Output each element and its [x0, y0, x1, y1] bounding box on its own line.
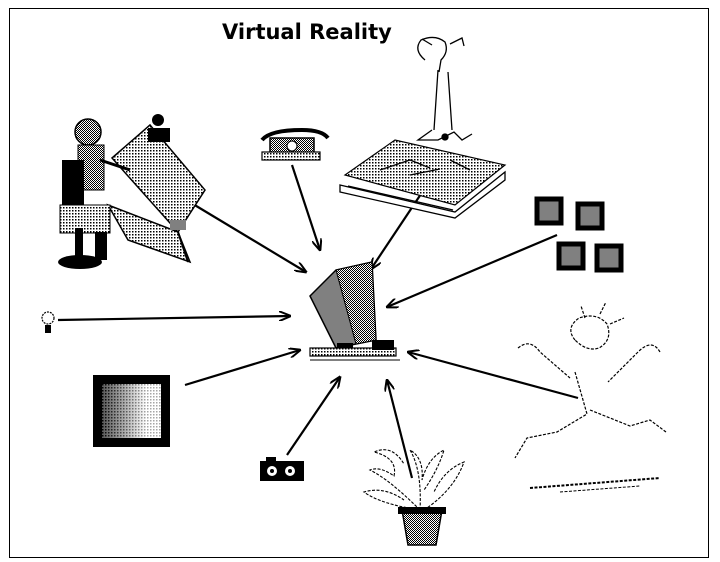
- arrow-dancer: [408, 352, 579, 400]
- arrows: [57, 164, 579, 479]
- telephone-icon: [260, 127, 330, 161]
- arrow-light: [57, 316, 290, 320]
- gradient-screen-icon: [93, 375, 170, 447]
- diagram-title: Virtual Reality: [222, 20, 392, 44]
- computer-icon: [309, 261, 400, 361]
- potted-plant-icon: [362, 448, 465, 546]
- light-bulb-icon: [41, 311, 55, 333]
- man-reading-at-desk-icon: [339, 36, 507, 219]
- four-squares-icon: [534, 196, 624, 273]
- camera-icon: [260, 457, 304, 481]
- running-figure-icon: [514, 301, 667, 493]
- arrow-drafter: [177, 194, 306, 272]
- drafter-at-drafting-table-icon: [58, 114, 206, 269]
- arrow-camera: [286, 377, 340, 456]
- arrow-monitor: [184, 350, 300, 387]
- arrow-telephone: [290, 164, 320, 250]
- arrow-blocks: [387, 233, 558, 307]
- arrow-plant: [387, 380, 414, 479]
